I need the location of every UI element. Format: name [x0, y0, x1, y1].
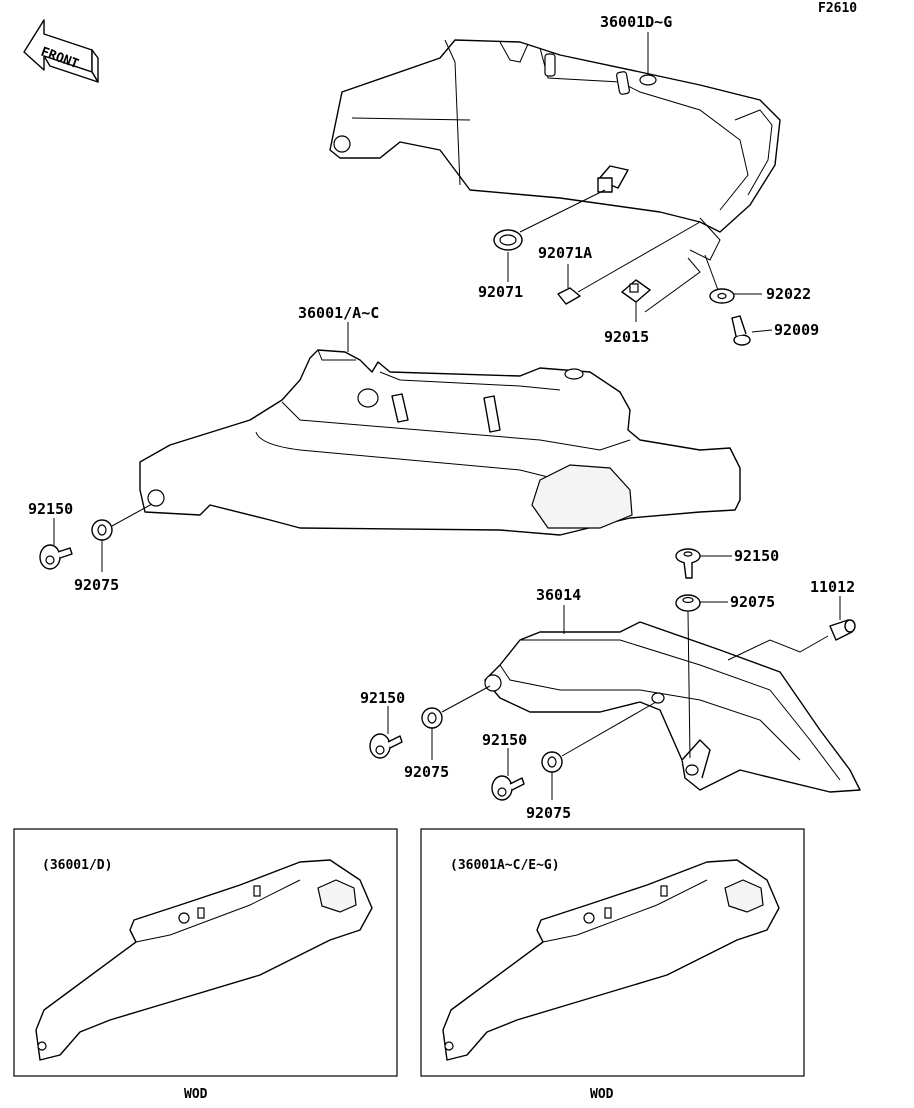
inset-right-title: (36001A~C/E~G): [450, 858, 560, 873]
nut-92015: [621, 257, 701, 322]
label-92071: 92071: [478, 283, 523, 301]
bolt-92150-c: [369, 706, 403, 759]
label-92075-b: 92075: [730, 593, 775, 611]
label-92150-a: 92150: [28, 500, 73, 518]
label-36014: 36014: [536, 586, 581, 604]
label-36001-A-C: 36001/A~C: [298, 304, 379, 322]
label-92075-a: 92075: [74, 576, 119, 594]
label-92075-d: 92075: [526, 804, 571, 822]
inset-right-caption: WOD: [590, 1087, 614, 1102]
inset-right: (36001A~C/E~G): [420, 828, 805, 1077]
damper-92071: [493, 189, 606, 282]
label-92022: 92022: [766, 285, 811, 303]
side-cover-36001: [139, 349, 741, 536]
collar-11012: [727, 596, 856, 661]
bolt-92150-a: [39, 518, 73, 570]
sheet-code: F2610: [818, 1, 857, 16]
label-92075-c: 92075: [404, 763, 449, 781]
grommet-92075-a: [91, 503, 153, 572]
label-92150-d: 92150: [482, 731, 527, 749]
inset-left-caption: WOD: [184, 1087, 208, 1102]
bolt-92009: [731, 315, 773, 346]
inset-left: (36001/D): [13, 828, 398, 1077]
grommet-92075-c: [421, 685, 491, 760]
label-92015: 92015: [604, 328, 649, 346]
label-92150-b: 92150: [734, 547, 779, 565]
label-92009: 92009: [774, 321, 819, 339]
label-92071A: 92071A: [538, 244, 592, 262]
grommet-92075-d: [541, 701, 657, 800]
chain-cover-36014: [484, 621, 861, 793]
label-11012: 11012: [810, 578, 855, 596]
nut-92071A: [557, 221, 701, 305]
washer-92022: [704, 254, 762, 304]
seat-cover-upper: [329, 39, 781, 261]
clip-92071-bracket: [597, 165, 629, 193]
inset-left-title: (36001/D): [42, 858, 112, 873]
grommet-92075-b: [675, 594, 728, 759]
label-36001D-G: 36001D~G: [600, 13, 672, 31]
bolt-92150-d: [491, 748, 525, 801]
label-92150-c: 92150: [360, 689, 405, 707]
bolt-92150-b: [675, 548, 732, 579]
front-arrow-icon: FRONT: [23, 19, 99, 83]
